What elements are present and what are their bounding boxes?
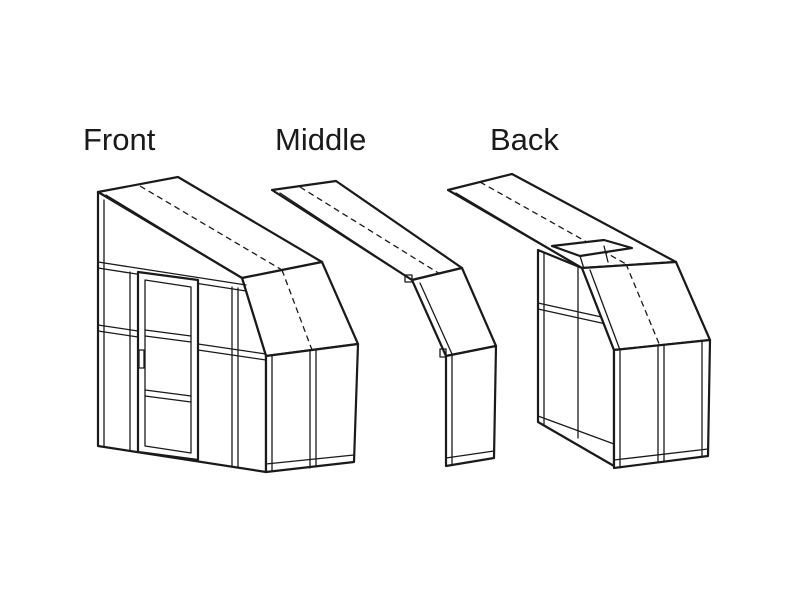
front-side-wall — [264, 342, 360, 474]
door-handle — [138, 349, 145, 369]
middle-connector-clip — [439, 348, 447, 358]
back-roof-panel — [446, 172, 678, 270]
back-side-wall — [612, 338, 712, 470]
middle-section-label: Middle — [275, 122, 367, 157]
back-section-label: Back — [490, 122, 559, 157]
front-door[interactable] — [136, 270, 200, 462]
middle-wall-panel — [444, 344, 498, 468]
back-section-illustration — [446, 172, 712, 470]
middle-roof-clip — [404, 274, 413, 283]
roof-vent[interactable] — [550, 238, 634, 258]
front-section-label: Front — [83, 122, 156, 157]
middle-section-illustration — [270, 179, 498, 468]
front-section-illustration — [96, 175, 360, 474]
middle-knee-panel — [410, 266, 498, 358]
